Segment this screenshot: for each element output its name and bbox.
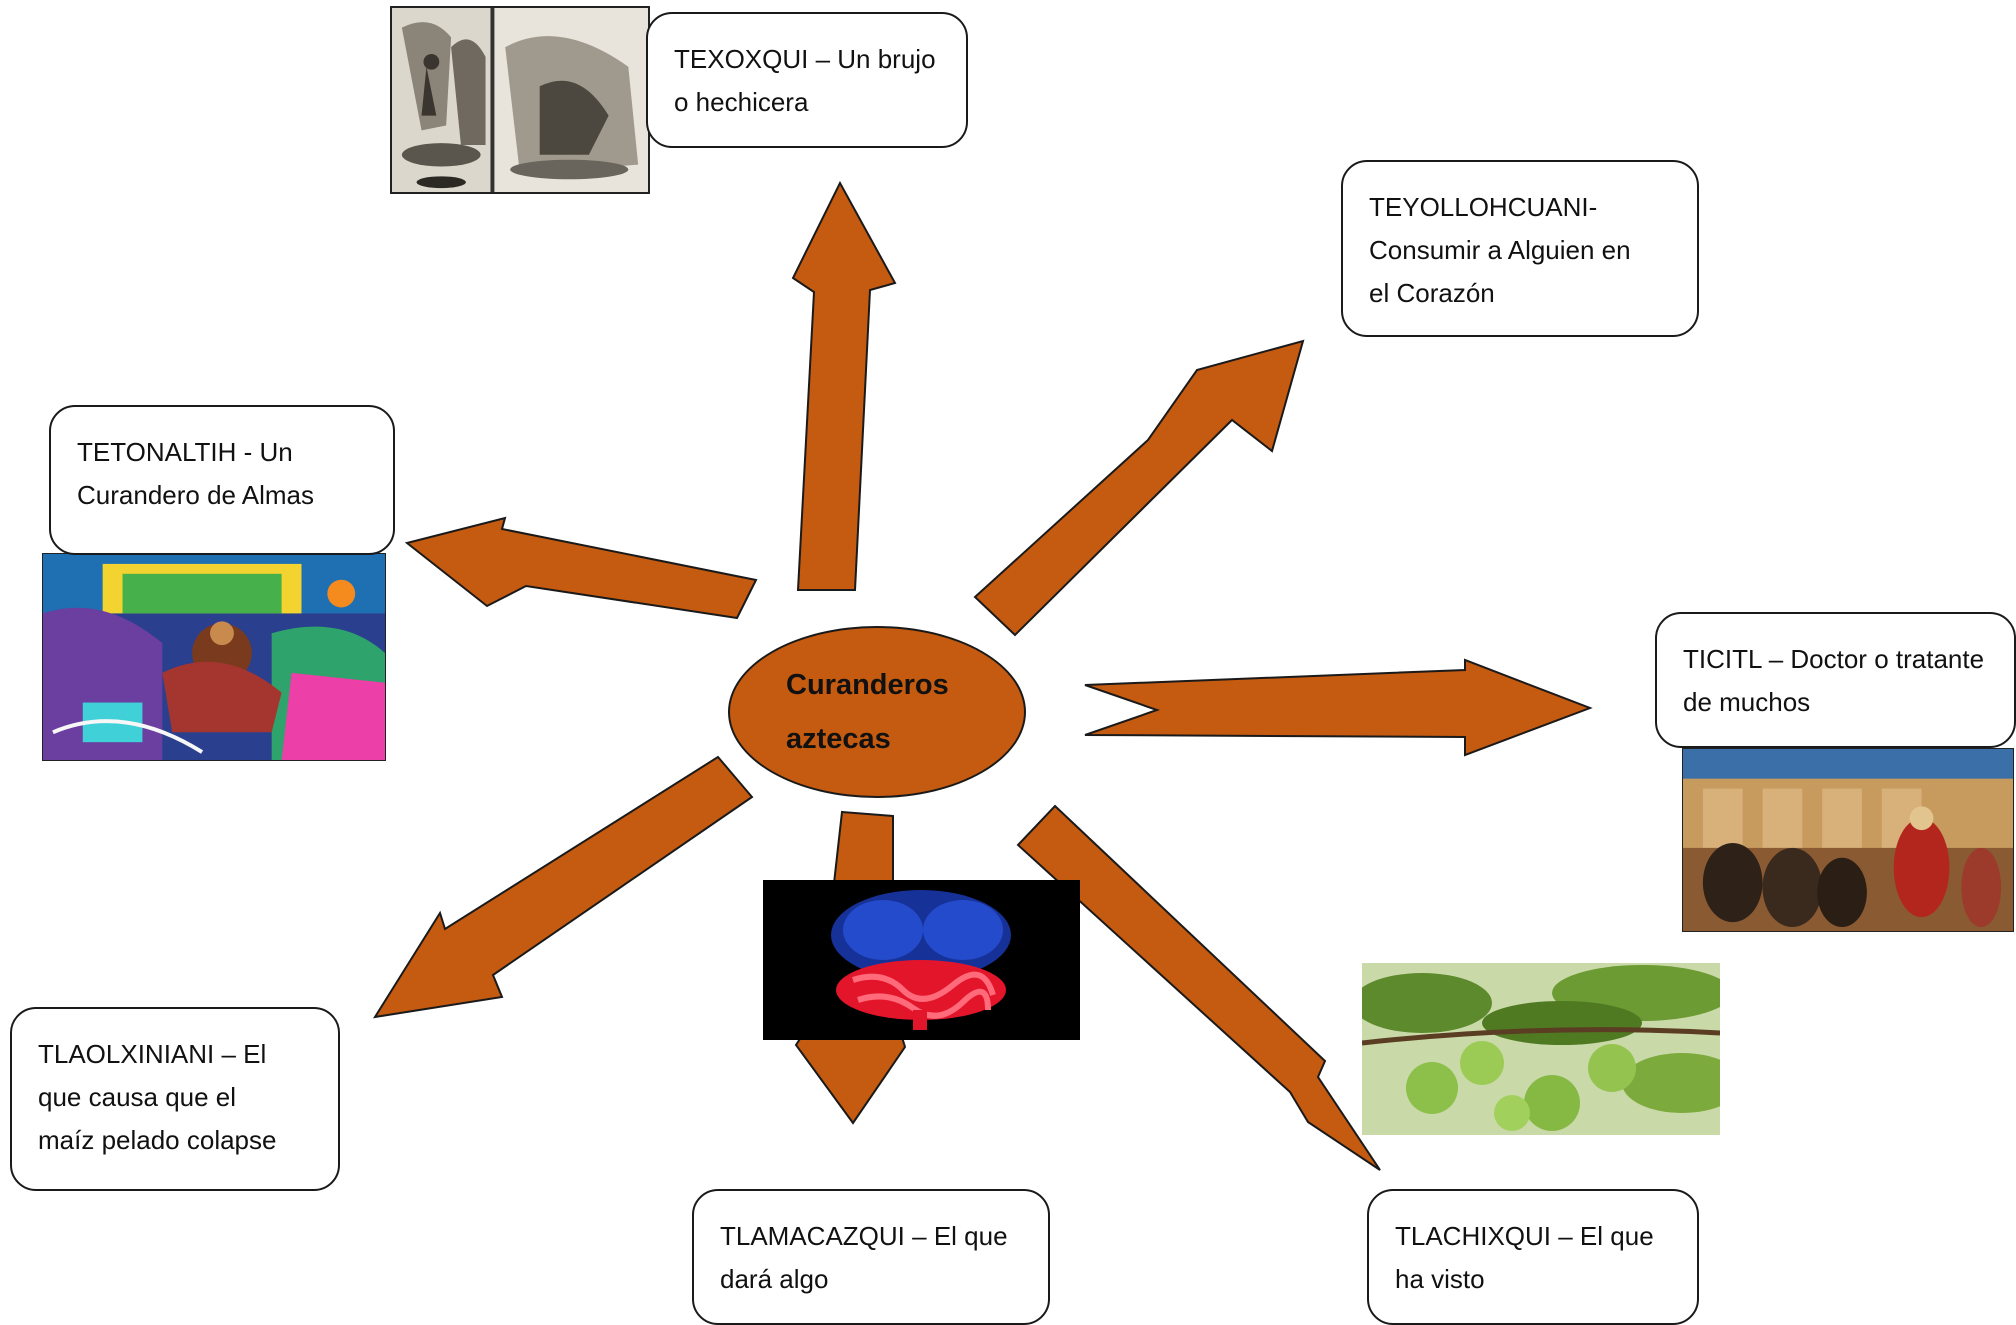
node-tlamacazqui-line2: dará algo (720, 1264, 829, 1294)
arrow-right (1084, 658, 1593, 757)
node-ticitl: TICITL – Doctor o tratante de muchos (1655, 612, 2016, 748)
node-tlamacazqui: TLAMACAZQUI – El que dará algo (692, 1189, 1050, 1325)
node-tlaolxiniani-line1: TLAOLXINIANI – El (38, 1039, 267, 1069)
node-teyollohcuani: TEYOLLOHCUANI- Consumir a Alguien en el … (1341, 160, 1699, 337)
node-tlachixqui-line1: TLACHIXQUI – El que (1395, 1221, 1654, 1251)
node-texoxqui-line1: TEXOXQUI – Un brujo (674, 44, 936, 74)
node-tlamacazqui-line1: TLAMACAZQUI – El que (720, 1221, 1008, 1251)
central-node-line2: aztecas (786, 723, 891, 755)
node-ticitl-line2: de muchos (1683, 687, 1811, 717)
arrow-upper-right (973, 339, 1305, 637)
node-ticitl-line1: TICITL – Doctor o tratante (1683, 644, 1985, 674)
node-tlaolxiniani-line2: que causa que el (38, 1082, 237, 1112)
sorcerer-engraving-image (390, 6, 650, 194)
digestive-anatomy-image (763, 880, 1080, 1040)
node-tetonaltih: TETONALTIH - Un Curandero de Almas (49, 405, 395, 555)
arrow-up (791, 180, 897, 591)
node-tlachixqui: TLACHIXQUI – El que ha visto (1367, 1189, 1699, 1325)
node-tlaolxiniani-line3: maíz pelado colapse (38, 1125, 277, 1155)
fresco-painting-image (1682, 748, 2014, 932)
node-teyollohcuani-line2: Consumir a Alguien en (1369, 235, 1631, 265)
guava-fruit-image (1362, 963, 1720, 1135)
node-teyollohcuani-line1: TEYOLLOHCUANI- (1369, 192, 1598, 222)
central-node-line1: Curanderos (786, 669, 949, 701)
node-teyollohcuani-line3: el Corazón (1369, 278, 1495, 308)
node-tetonaltih-line1: TETONALTIH - Un (77, 437, 293, 467)
node-texoxqui-line2: o hechicera (674, 87, 809, 117)
central-node-label: Curanderos aztecas (786, 658, 986, 766)
node-tetonaltih-line2: Curandero de Almas (77, 480, 315, 510)
node-texoxqui: TEXOXQUI – Un brujo o hechicera (646, 12, 968, 148)
arrow-lower-left (372, 755, 754, 1019)
node-tlaolxiniani: TLAOLXINIANI – El que causa que el maíz … (10, 1007, 340, 1191)
colorful-painting-image (42, 553, 386, 761)
central-node (728, 626, 1026, 798)
arrow-upper-left (404, 516, 758, 620)
node-tlachixqui-line2: ha visto (1395, 1264, 1485, 1294)
